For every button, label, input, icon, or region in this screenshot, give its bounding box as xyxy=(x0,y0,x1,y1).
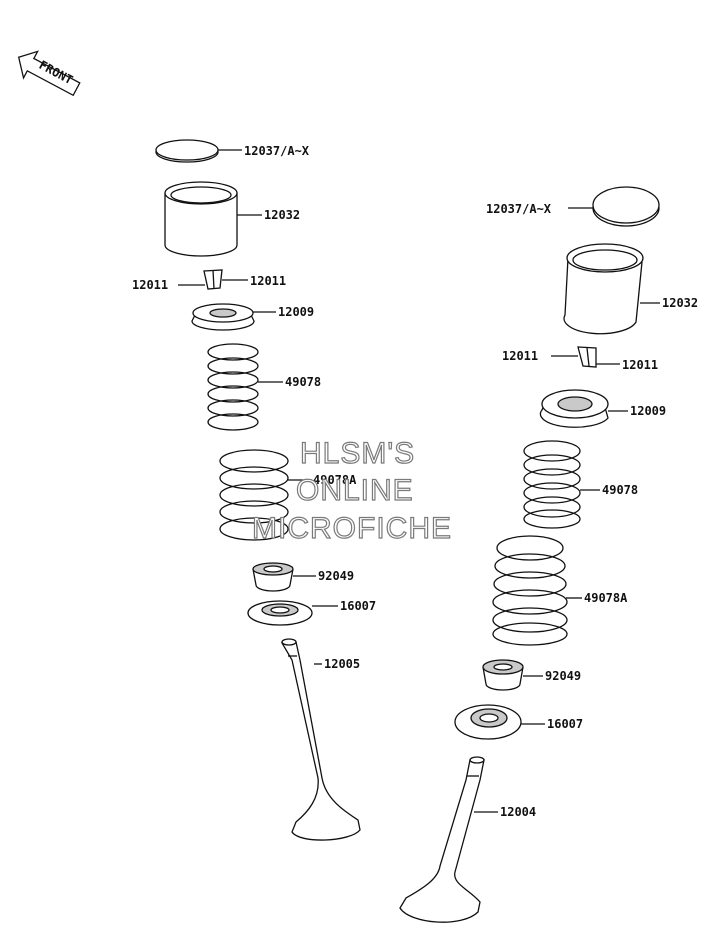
right-stem-seal xyxy=(482,659,543,691)
watermark-line1: HLSM'S xyxy=(300,437,415,470)
left-retainer xyxy=(191,303,276,331)
watermark: HLSM'S ONLINE MICROFICHE xyxy=(251,436,452,545)
right-valve xyxy=(399,756,498,923)
front-arrow-icon: FRONT xyxy=(17,50,81,97)
left-lifter-label: 12032 xyxy=(264,208,300,222)
right-valve-label: 12004 xyxy=(500,805,536,819)
left-shim xyxy=(155,139,242,163)
left-retainer-label: 12009 xyxy=(278,305,314,319)
left-valve xyxy=(280,638,361,841)
left-valve-label: 12005 xyxy=(324,657,360,671)
left-keeper-right-label: 12011 xyxy=(250,274,286,288)
right-spring-seat-label: 16007 xyxy=(547,717,583,731)
right-outer-spring-label: 49078A xyxy=(584,591,628,605)
left-spring-seat-label: 16007 xyxy=(340,599,376,613)
right-spring-seat xyxy=(454,704,545,740)
right-stem-seal-label: 92049 xyxy=(545,669,581,683)
left-lifter xyxy=(164,181,262,257)
right-keeper-left-label: 12011 xyxy=(502,349,538,363)
right-inner-spring-label: 49078 xyxy=(602,483,638,497)
watermark-line3: MICROFICHE xyxy=(252,512,452,545)
left-inner-spring xyxy=(207,343,283,431)
right-inner-spring xyxy=(523,440,600,529)
right-retainer-label: 12009 xyxy=(630,404,666,418)
right-keeper-right-label: 12011 xyxy=(622,358,658,372)
right-lifter xyxy=(563,243,660,335)
right-keepers xyxy=(551,346,620,368)
watermark-line2: ONLINE xyxy=(296,474,414,507)
right-shim xyxy=(568,186,660,227)
right-lifter-label: 12032 xyxy=(662,296,698,310)
left-shim-label: 12037/A~X xyxy=(244,144,310,158)
left-inner-spring-label: 49078 xyxy=(285,375,321,389)
left-outer-spring xyxy=(219,449,312,541)
left-keeper-left-label: 12011 xyxy=(132,278,168,292)
left-keepers xyxy=(178,269,248,290)
left-stem-seal-label: 92049 xyxy=(318,569,354,583)
left-outer-spring-label: 49078A xyxy=(313,473,357,487)
left-stem-seal xyxy=(252,562,316,592)
right-shim-label: 12037/A~X xyxy=(486,202,552,216)
right-retainer xyxy=(539,389,628,428)
left-spring-seat xyxy=(247,600,338,626)
right-outer-spring xyxy=(492,535,582,646)
